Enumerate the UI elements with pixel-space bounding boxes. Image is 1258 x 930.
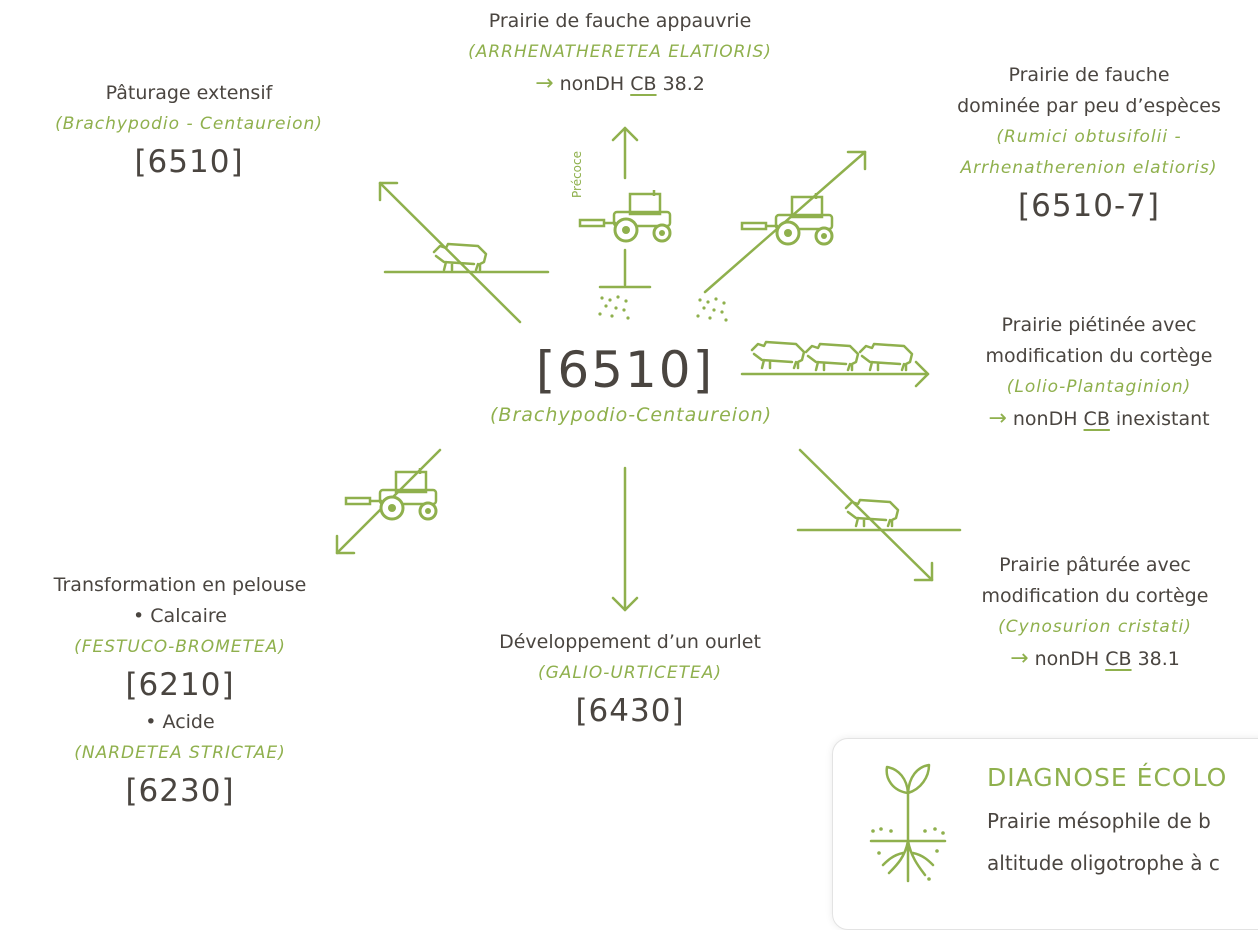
node-bottom-left-syntaxon-2: (NARDETEA STRICTAE) — [74, 743, 286, 763]
diagnose-line-1: Prairie mésophile de b — [987, 809, 1211, 833]
tractor-icon — [344, 466, 438, 521]
tractor-icon — [578, 188, 672, 243]
center-syntaxon: (Brachypodio-Centaureion) — [490, 404, 773, 426]
node-top-right-code: [6510-7] — [1018, 188, 1160, 224]
cow-icon — [432, 242, 488, 272]
seeds-icon — [598, 295, 630, 320]
diagnose-line-2: altitude oligotrophe à c — [987, 851, 1220, 875]
node-top-right-syntaxon-2: Arrhenatherenion elatioris) — [960, 158, 1218, 178]
node-top-ref: → nonDH CB 38.2 — [535, 71, 705, 96]
arrow-right-icon: → — [535, 71, 554, 96]
node-bottom-right-syntaxon: (Cynosurion cristati) — [998, 617, 1192, 637]
node-top-left-title: Pâturage extensif — [105, 82, 273, 104]
arrow-right-icon: → — [1010, 646, 1029, 671]
node-bottom-left-item-calcaire: • Calcaire — [133, 605, 227, 627]
node-bottom-left-code-2: [6230] — [125, 773, 235, 809]
node-top-left: Pâturage extensif (Brachypodio - Centaur… — [0, 78, 378, 184]
node-top: Prairie de fauche appauvrie (ARRHENATHER… — [420, 6, 820, 100]
node-bottom-left-title: Transformation en pelouse — [53, 574, 307, 596]
diagram-canvas — [335, 126, 962, 612]
arrow-right-icon: → — [988, 406, 1007, 431]
node-right-title-2: modification du cortège — [985, 345, 1213, 367]
node-top-right-title: Prairie de fauche — [1008, 64, 1170, 86]
node-top-left-code: [6510] — [134, 144, 244, 180]
diagnose-title: DIAGNOSE ÉCOLO — [987, 763, 1228, 792]
node-right-title: Prairie piétinée avec — [1001, 314, 1197, 336]
node-top-left-syntaxon: (Brachypodio - Centaureion) — [55, 114, 323, 134]
tractor-icon — [740, 191, 834, 246]
node-top-title: Prairie de fauche appauvrie — [488, 10, 752, 32]
node-right-syntaxon: (Lolio-Plantaginion) — [1006, 377, 1192, 397]
cow-icon — [804, 342, 860, 372]
node-top-right: Prairie de fauche dominée par peu d’espè… — [920, 60, 1258, 228]
node-bottom-left-code-1: [6210] — [125, 667, 235, 703]
center-node: [6510] (Brachypodio-Centaureion) — [490, 340, 773, 430]
arrow-bottom-right — [798, 448, 934, 582]
node-bottom-right-title-2: modification du cortège — [981, 585, 1209, 607]
node-bottom-title: Développement d’un ourlet — [499, 631, 761, 653]
node-bottom-right-ref: → nonDH CB 38.1 — [1010, 646, 1180, 671]
precoce-label: Précoce — [570, 151, 584, 198]
node-bottom-right: Prairie pâturée avec modification du cor… — [945, 550, 1245, 675]
node-bottom-left-item-acide: • Acide — [145, 711, 215, 733]
cow-icon — [858, 342, 914, 372]
plant-sprout-icon — [869, 763, 947, 883]
node-bottom-code: [6430] — [575, 693, 685, 729]
node-top-syntaxon: (ARRHENATHERETEA ELATIORIS) — [468, 42, 772, 62]
node-bottom-left-syntaxon-1: (FESTUCO-BROMETEA) — [74, 637, 286, 657]
node-top-right-syntaxon: (Rumici obtusifolii - — [996, 127, 1182, 147]
diagnose-card: DIAGNOSE ÉCOLO Prairie mésophile de b al… — [832, 738, 1258, 930]
seeds-icon — [696, 297, 728, 322]
node-bottom-left: Transformation en pelouse • Calcaire (FE… — [0, 570, 360, 813]
node-bottom-syntaxon: (GALIO-URTICETEA) — [537, 663, 723, 683]
node-bottom-right-title: Prairie pâturée avec — [999, 554, 1191, 576]
node-right: Prairie piétinée avec modification du co… — [950, 310, 1248, 435]
node-top-right-title-2: dominée par peu d’espèces — [957, 95, 1221, 117]
node-right-ref: → nonDH CB inexistant — [988, 406, 1210, 431]
center-code: [6510] — [535, 341, 715, 399]
arrow-top-left — [378, 181, 522, 324]
node-bottom: Développement d’un ourlet (GALIO-URTICET… — [440, 627, 820, 733]
